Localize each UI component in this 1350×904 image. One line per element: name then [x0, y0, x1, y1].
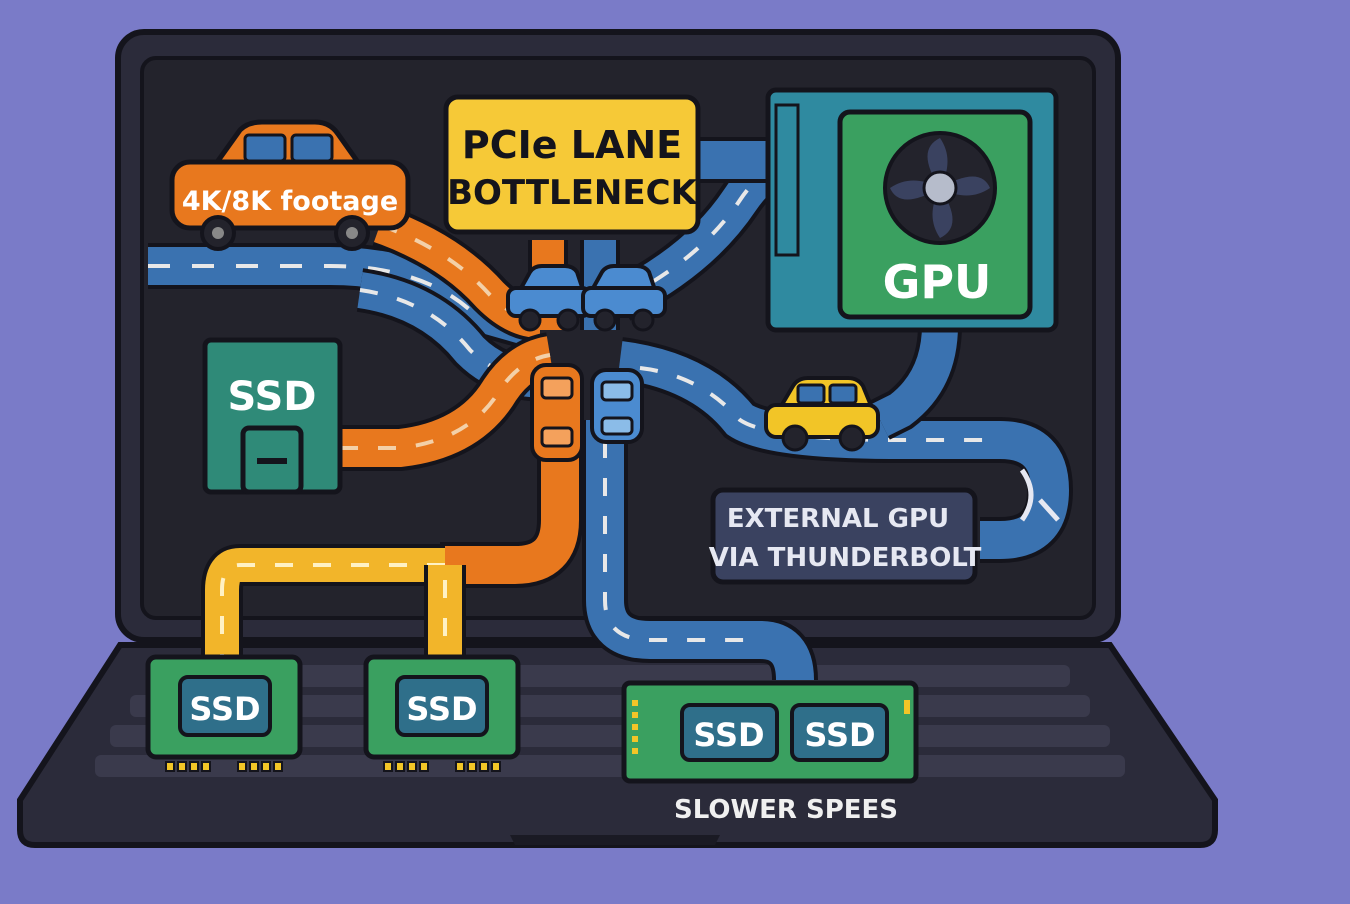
road-left-blue [148, 243, 547, 353]
road-orange-down [440, 420, 583, 588]
ssd-bottom-2: SSD [363, 654, 521, 772]
bottleneck-line2: BOTTLENECK [447, 173, 699, 213]
egpu-label: EXTERNAL GPU VIA THUNDERBOLT [709, 487, 982, 585]
bottleneck-label: PCIe LANE BOTTLENECK [443, 94, 701, 235]
egpu-line1: EXTERNAL GPU [727, 504, 949, 534]
gpu-label: GPU [883, 255, 992, 309]
road-center-down [582, 420, 818, 682]
car-blue-2 [581, 264, 667, 332]
fan-icon [883, 131, 997, 245]
ssd-bottom-1: SSD [145, 654, 303, 772]
car-orange-vertical [530, 363, 584, 462]
ssd-bottom-2-label: SSD [406, 690, 477, 728]
egpu-line2: VIA THUNDERBOLT [709, 543, 982, 573]
footage-car: 4K/8K footage [169, 119, 411, 251]
ssd-m2-2-label: SSD [804, 716, 875, 754]
ssd-m2-1-label: SSD [693, 716, 764, 754]
bottleneck-line1: PCIe LANE [462, 123, 682, 167]
ssd-bottom-1-label: SSD [189, 690, 260, 728]
ssd-m2: SSD SSD [621, 680, 919, 784]
car-yellow [764, 376, 880, 452]
road-egpu [616, 324, 1074, 563]
ssd-left: SSD [202, 337, 343, 495]
road-yellow [201, 544, 466, 665]
road-orange-ssd [340, 332, 555, 471]
laptop-notch [510, 835, 720, 845]
slower-speeds-label: SLOWER SPEES [674, 795, 898, 825]
gpu-card: GPU [765, 87, 1059, 333]
footage-label: 4K/8K footage [182, 186, 398, 217]
ssd-left-label: SSD [227, 374, 316, 420]
thunderbolt-cable-icon [1019, 468, 1060, 522]
car-blue-vertical [590, 368, 644, 444]
